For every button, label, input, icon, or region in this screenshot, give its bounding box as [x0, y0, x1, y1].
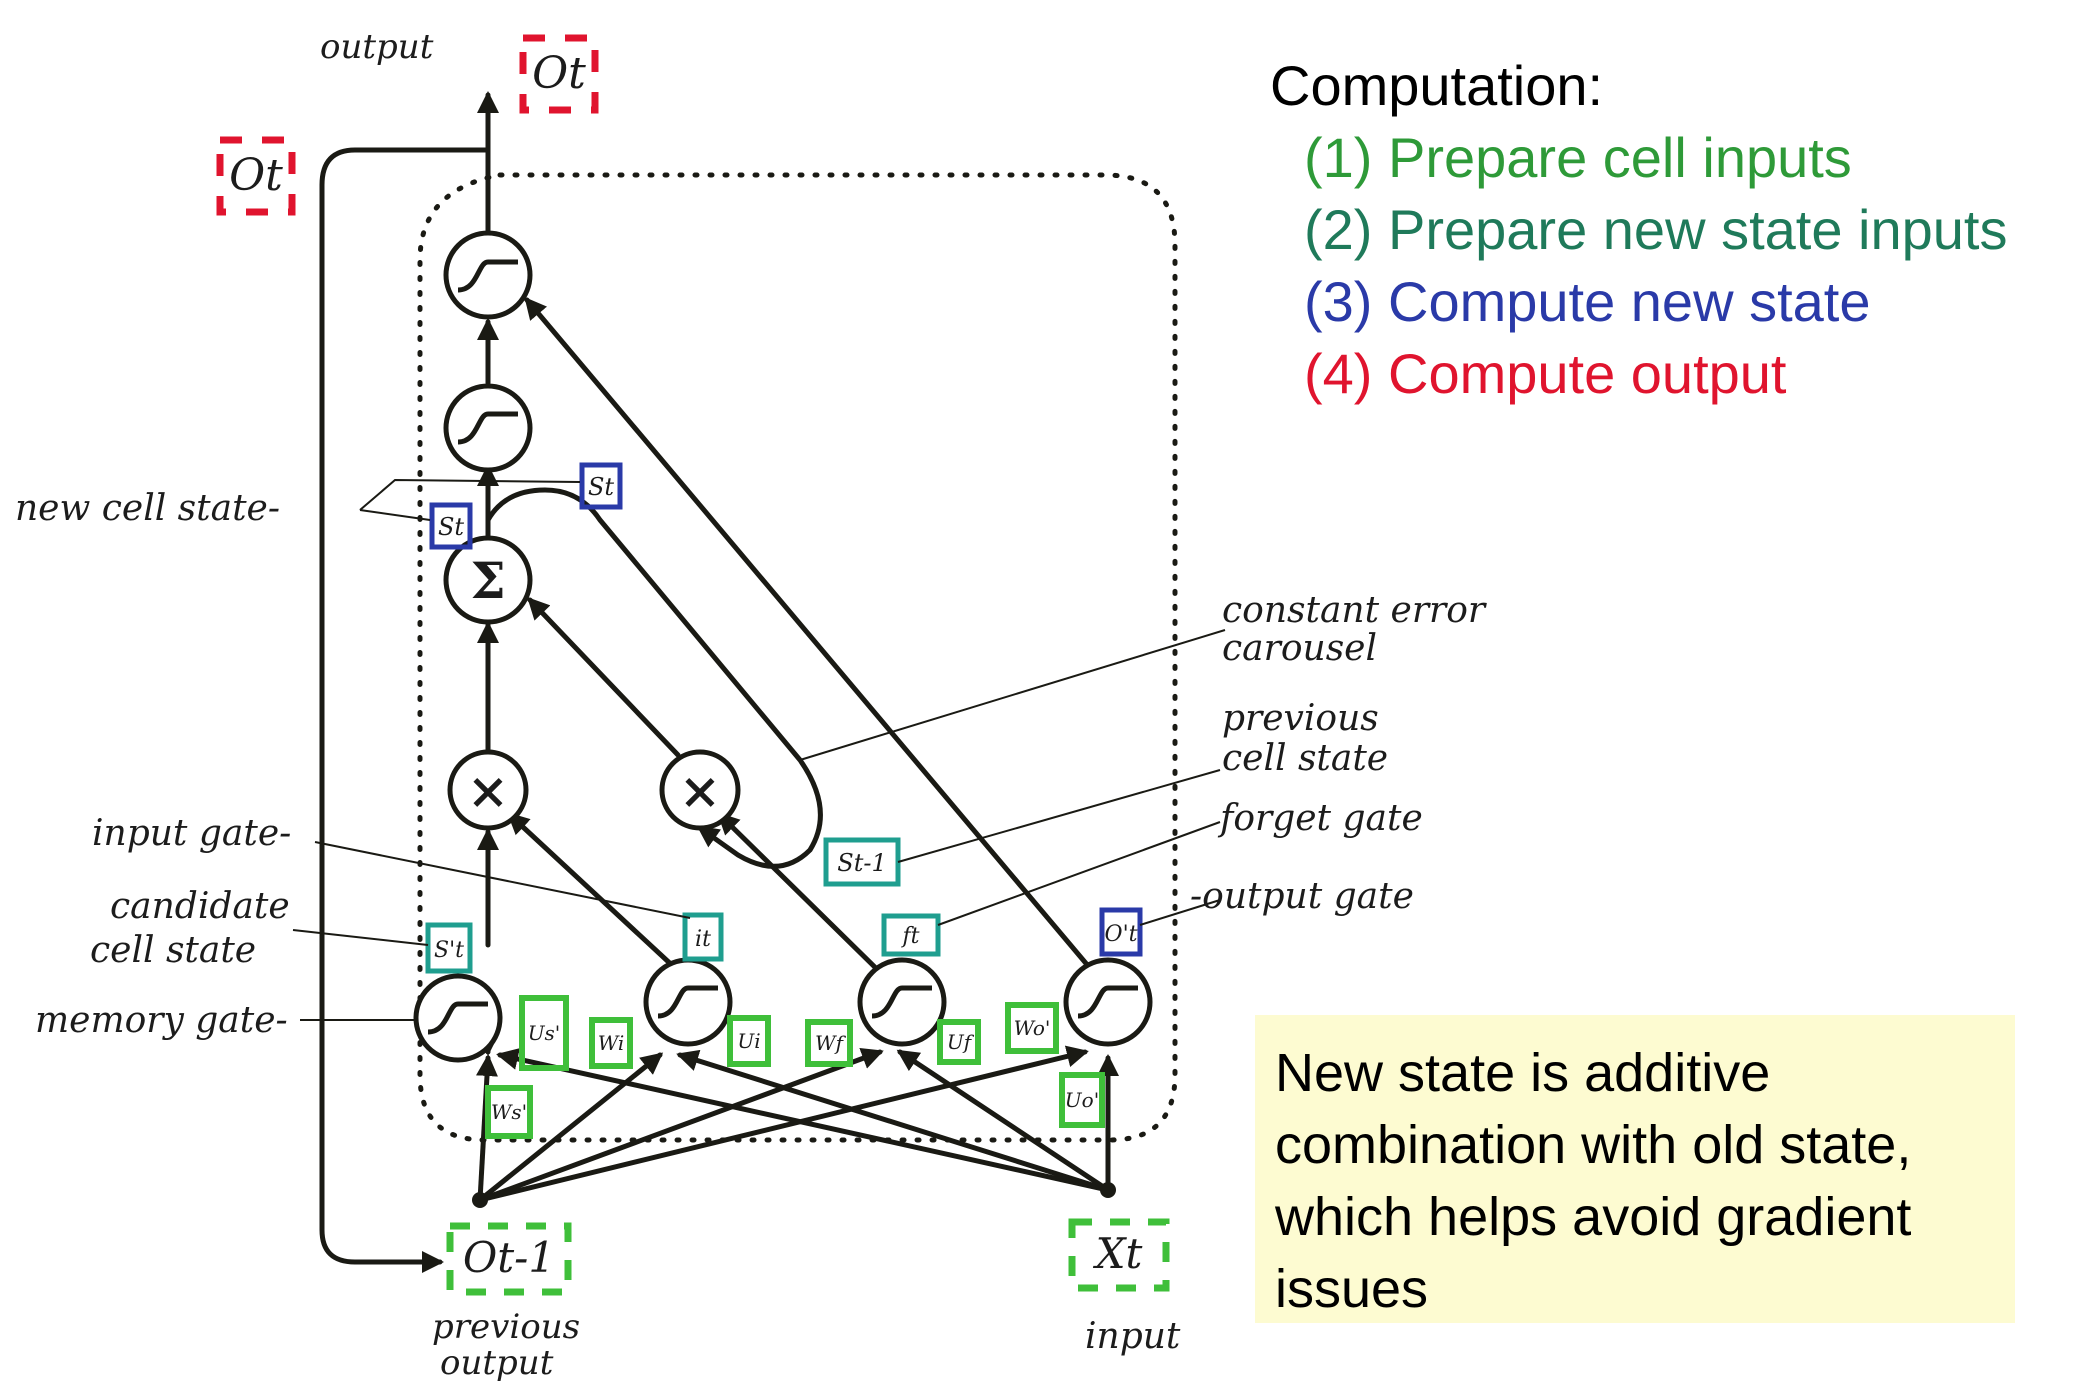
box-o-gate: O't — [1099, 907, 1143, 957]
legend-step-3: (3) Compute new state — [1304, 270, 1871, 333]
svg-text:Uo': Uo' — [1065, 1088, 1099, 1112]
label-output-gate: -output gate — [1190, 876, 1414, 917]
box-s-t-right: St — [579, 462, 623, 510]
label-candidate-2: cell state — [90, 930, 256, 971]
box-u-f: Uf — [937, 1019, 981, 1065]
label-previous-cell-1: previous — [1222, 698, 1379, 739]
multiply-symbol-input: × — [467, 761, 509, 820]
label-output: output — [320, 27, 434, 67]
box-u-o: Uo' — [1059, 1072, 1105, 1128]
computation-legend: Computation: (1) Prepare cell inputs (2)… — [1270, 50, 2070, 410]
box-w-s: Ws' — [485, 1085, 533, 1139]
legend-step-4: (4) Compute output — [1304, 342, 1787, 405]
legend-step-1: (1) Prepare cell inputs — [1304, 126, 1852, 189]
node-sum: Σ — [443, 535, 533, 625]
box-u-s: Us' — [519, 995, 569, 1071]
box-i-t: it — [682, 912, 724, 962]
leaders — [292, 478, 1226, 1021]
box-o-prev: Ot-1 — [446, 1222, 572, 1296]
svg-text:Wf: Wf — [815, 1031, 847, 1055]
svg-text:Ot: Ot — [532, 48, 586, 99]
label-previous-output-2: output — [440, 1343, 554, 1383]
box-x-t: Xt — [1068, 1218, 1170, 1292]
box-w-o: Wo' — [1005, 1002, 1059, 1054]
label-constant-error-1: constant error — [1222, 590, 1487, 631]
box-s-t-left: St — [429, 502, 473, 550]
note-box: New state is additive combination with o… — [1255, 1015, 2015, 1323]
box-s-cand: S't — [425, 922, 473, 974]
label-previous-cell-2: cell state — [1222, 738, 1388, 779]
svg-text:St: St — [438, 513, 464, 541]
sum-symbol: Σ — [470, 551, 505, 610]
node-output-nonlinearity — [443, 230, 533, 320]
svg-text:Uf: Uf — [947, 1030, 975, 1054]
svg-text:Us': Us' — [528, 1021, 561, 1045]
label-memory-gate: memory gate- — [35, 1000, 288, 1041]
label-new-cell-state: new cell state- — [15, 488, 280, 529]
multiply-symbol-forget: × — [679, 761, 721, 820]
label-constant-error-2: carousel — [1222, 628, 1377, 669]
svg-text:Ws': Ws' — [491, 1100, 527, 1124]
gate-input — [643, 957, 733, 1047]
svg-text:Ot-1: Ot-1 — [463, 1233, 555, 1282]
svg-text:it: it — [695, 927, 711, 952]
svg-text:St-1: St-1 — [837, 849, 886, 877]
node-multiply-forget: × — [659, 749, 741, 831]
box-w-i: Wi — [589, 1017, 633, 1069]
box-o-t-feedback: Ot — [216, 136, 296, 216]
label-candidate-1: candidate — [110, 886, 290, 927]
svg-text:ft: ft — [901, 924, 920, 949]
box-u-i: Ui — [727, 1015, 771, 1067]
box-f-t: ft — [881, 913, 941, 957]
wires — [319, 91, 1119, 1273]
gate-forget — [857, 957, 947, 1047]
node-state-nonlinearity — [443, 383, 533, 473]
legend-title: Computation: — [1270, 54, 1604, 117]
box-s-prev: St-1 — [823, 837, 901, 887]
gate-memory — [413, 973, 503, 1063]
svg-text:Wi: Wi — [598, 1031, 625, 1055]
label-forget-gate: forget gate — [1217, 798, 1423, 839]
svg-text:Ot: Ot — [229, 150, 283, 201]
label-input: input — [1085, 1316, 1181, 1357]
svg-text:O't: O't — [1105, 922, 1138, 947]
svg-text:St: St — [588, 473, 614, 501]
legend-step-2: (2) Prepare new state inputs — [1304, 198, 2008, 261]
gate-output — [1063, 957, 1153, 1047]
svg-text:Ui: Ui — [737, 1029, 760, 1053]
box-w-f: Wf — [805, 1019, 853, 1067]
label-input-gate: input gate- — [92, 813, 291, 854]
node-multiply-input: × — [447, 749, 529, 831]
box-o-t-top: Ot — [519, 34, 599, 114]
svg-text:Wo': Wo' — [1014, 1016, 1051, 1040]
svg-text:S't: S't — [434, 938, 464, 963]
svg-text:Xt: Xt — [1093, 1229, 1143, 1278]
label-previous-output-1: previous — [432, 1307, 580, 1347]
